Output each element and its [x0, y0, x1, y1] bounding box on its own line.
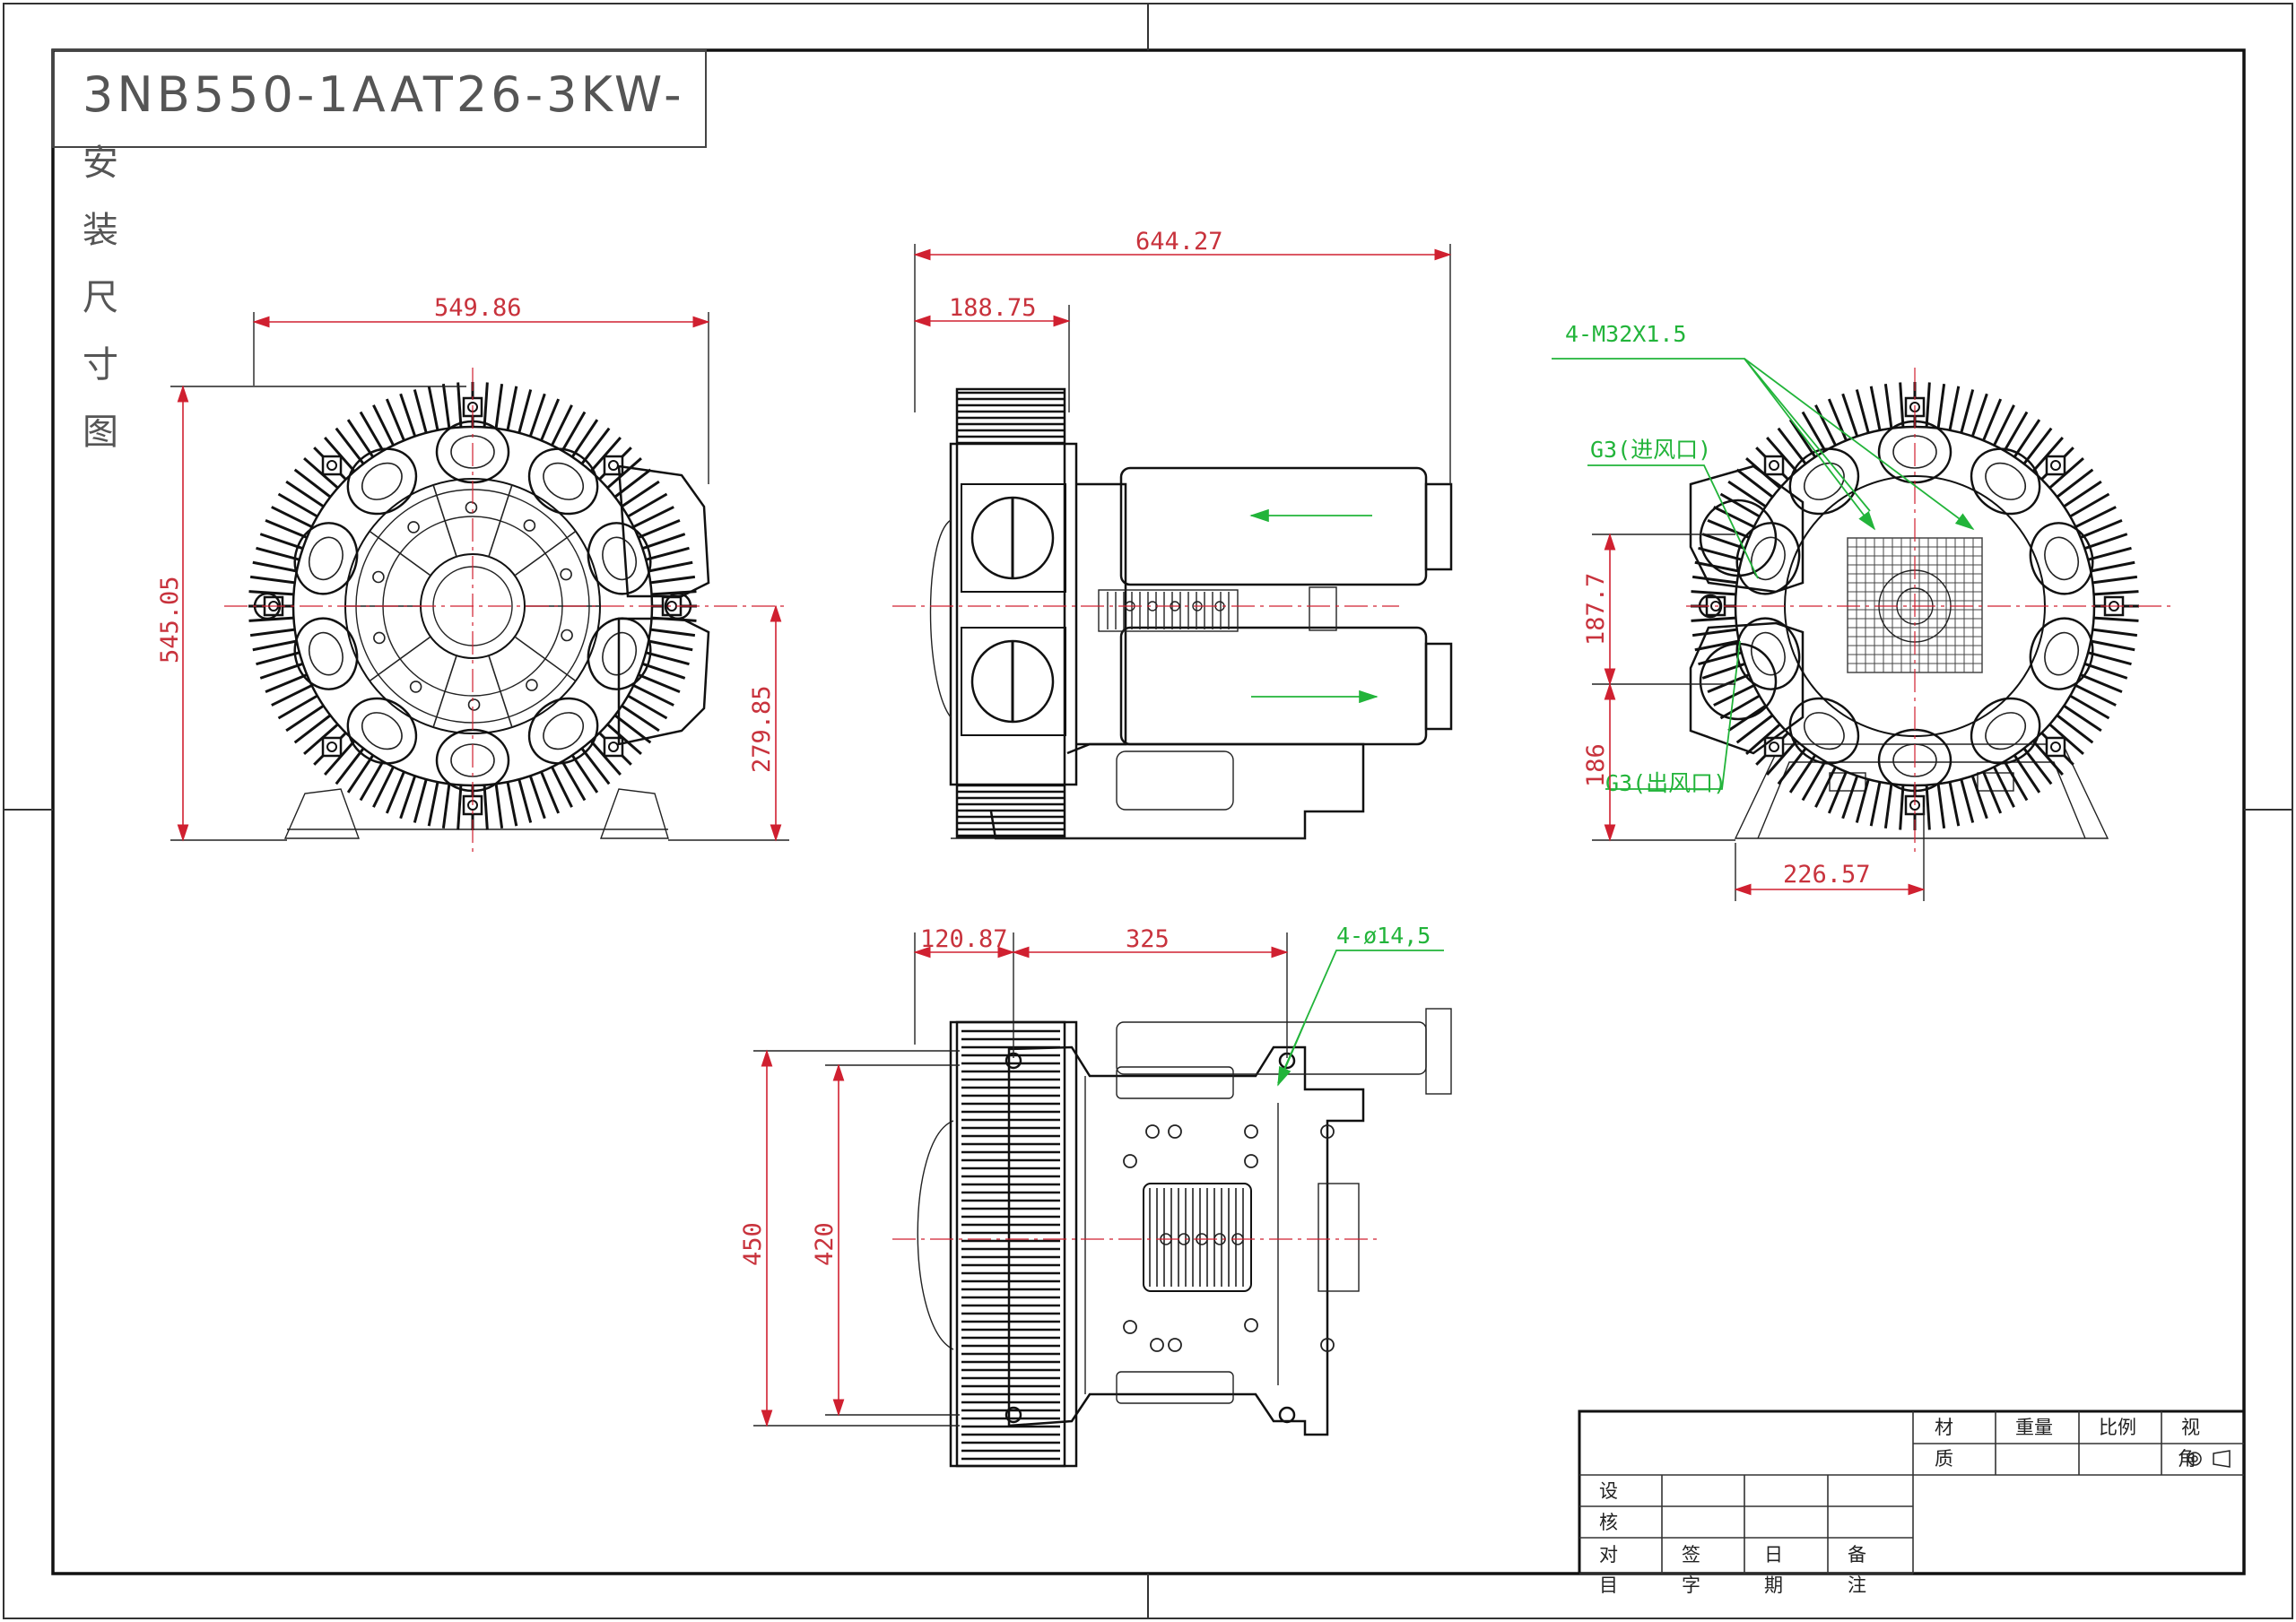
- svg-text:图: 图: [83, 412, 118, 453]
- tb-sign2: 字: [1682, 1574, 1700, 1596]
- dim-rear-port-height: 186: [1582, 743, 1610, 787]
- dim-rear-offset: 226.57: [1783, 861, 1871, 889]
- title-block: 材 质 重量 比例 视 角 设 核 对 目 签 字 日 期 备 注: [1578, 1409, 2246, 1596]
- svg-text:寸: 寸: [83, 344, 118, 386]
- tb-material2: 质: [1935, 1448, 1953, 1470]
- tb-scale: 比例: [2099, 1417, 2136, 1438]
- tb-note1: 备: [1848, 1544, 1866, 1566]
- tb-review: 对: [1599, 1544, 1618, 1566]
- projection-symbol-icon: [2187, 1450, 2231, 1468]
- label-cable-gland: 4-M32X1.5: [1565, 321, 1686, 347]
- rear-view: 4-M32X1.5 G3(进风口) G3(出风口) 187.7 186 226.…: [1552, 321, 2170, 901]
- dim-front-center: 279.85: [748, 685, 776, 773]
- tb-weight: 重量: [2015, 1417, 2053, 1438]
- top-view: 120.87 325 4-ø14,5 450 420: [739, 923, 1452, 1468]
- drawing-subtitle: 安 装 尺 寸 图: [83, 143, 118, 453]
- label-mount-holes: 4-ø14,5: [1336, 923, 1431, 949]
- tb-project: 目: [1599, 1574, 1618, 1596]
- drawing-title: 3NB550-1AAT26-3KW-: [83, 66, 685, 123]
- dim-side-total: 644.27: [1135, 228, 1223, 256]
- svg-text:安: 安: [83, 143, 118, 184]
- title-box: [52, 49, 707, 148]
- tb-sign1: 签: [1682, 1544, 1700, 1566]
- tb-design: 设: [1599, 1480, 1618, 1502]
- svg-text:装: 装: [83, 210, 118, 251]
- tb-material: 材: [1935, 1417, 1953, 1438]
- front-view: 549.86 545.05 279.85: [156, 294, 789, 856]
- label-outlet: G3(出风口): [1605, 770, 1726, 796]
- tb-view: 视: [2181, 1417, 2200, 1438]
- svg-text:尺: 尺: [83, 277, 118, 318]
- dim-rear-port-spacing: 187.7: [1582, 573, 1610, 646]
- dim-side-head: 188.75: [949, 294, 1037, 322]
- dim-top-bolt-spacing: 325: [1126, 925, 1170, 953]
- tb-date2: 期: [1764, 1574, 1783, 1596]
- dim-front-height: 545.05: [156, 576, 184, 664]
- tb-check: 核: [1599, 1512, 1618, 1533]
- dim-top-offset: 120.87: [920, 925, 1008, 953]
- tb-note2: 注: [1848, 1574, 1866, 1596]
- tb-view2: 角: [2178, 1448, 2196, 1470]
- dim-top-bolt-width: 420: [811, 1222, 839, 1266]
- dim-top-outer-width: 450: [739, 1222, 767, 1266]
- dim-front-width: 549.86: [434, 294, 522, 322]
- label-inlet: G3(进风口): [1590, 437, 1711, 463]
- front-fins: [248, 382, 697, 830]
- side-view: 644.27 188.75: [892, 228, 1453, 840]
- tb-date1: 日: [1764, 1544, 1783, 1566]
